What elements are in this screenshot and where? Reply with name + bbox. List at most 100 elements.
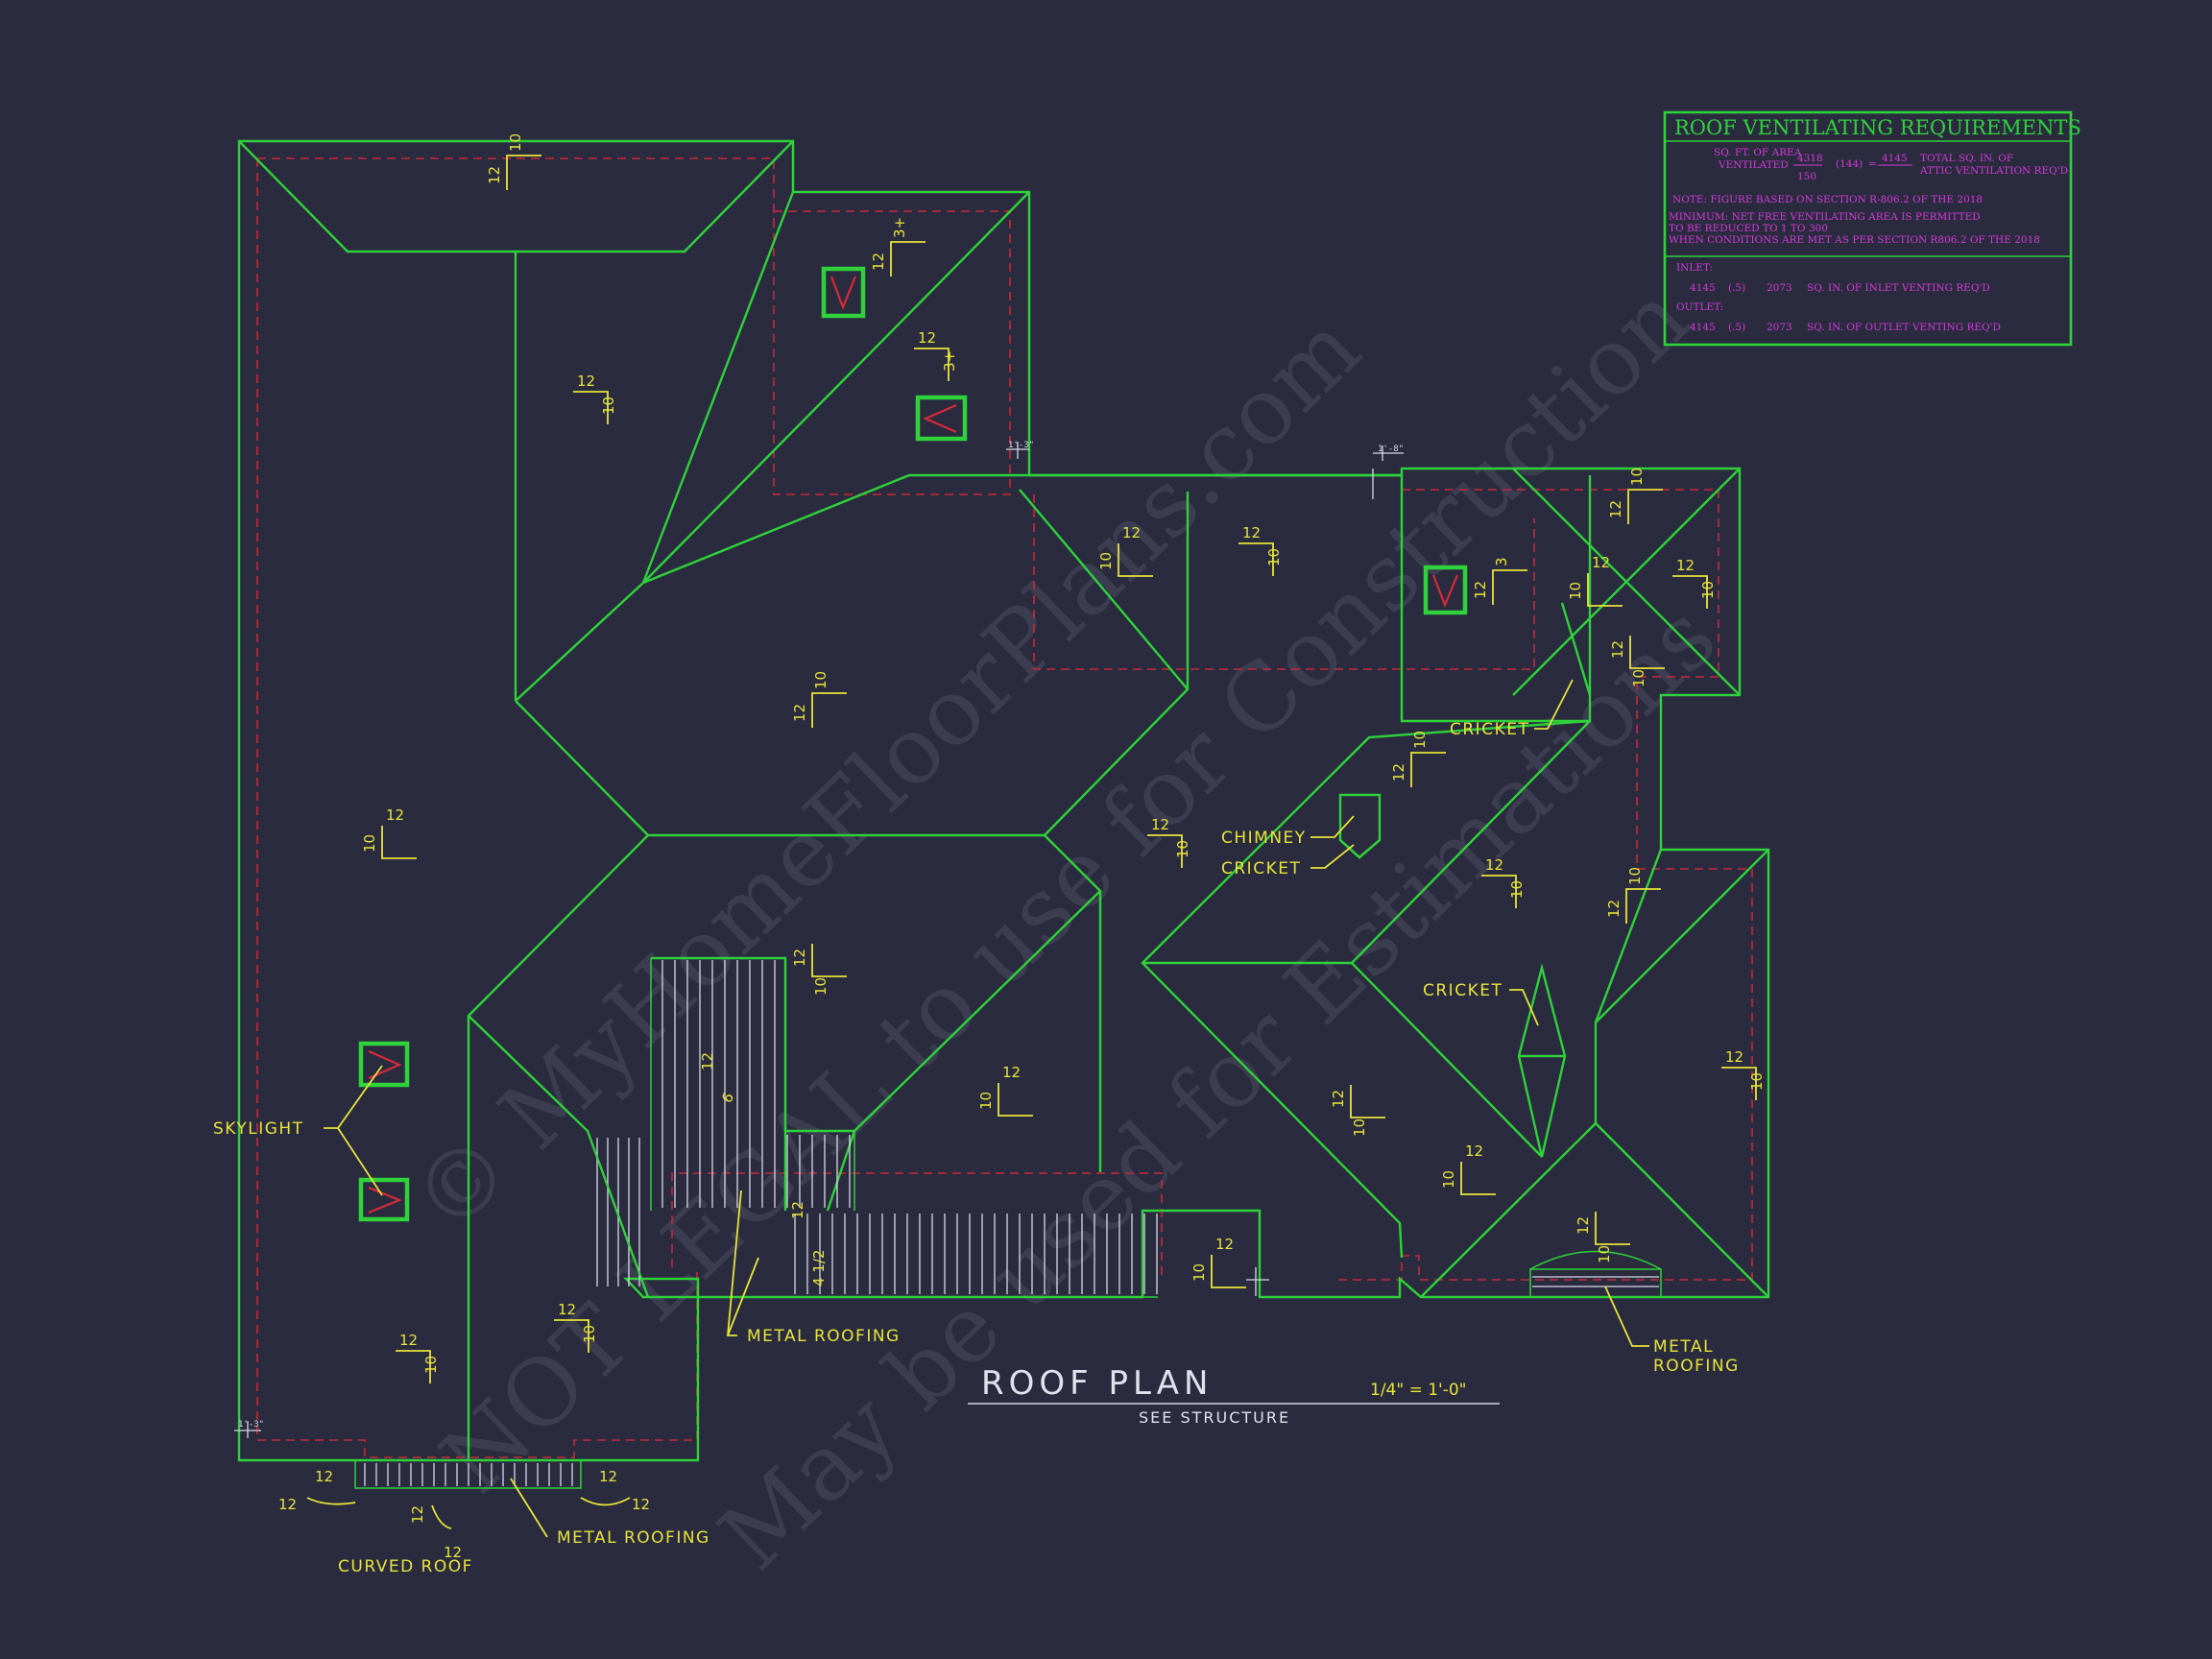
skylight-label: SKYLIGHT — [213, 1119, 304, 1139]
pitch-run: 12 — [1609, 640, 1626, 659]
vent-outlet-text: SQ. IN. OF OUTLET VENTING REQ'D — [1807, 322, 2001, 333]
pitch-run: 12 — [1605, 900, 1623, 918]
pitch-rise: 10 — [581, 1325, 598, 1343]
pitch-number: 12 — [699, 1052, 716, 1070]
drawing-title: ROOF PLAN — [981, 1364, 1213, 1403]
dimensions: 1'-3" 1'-8" 1'-3" — [234, 441, 1404, 1438]
pitch-number: 4 1/2 — [810, 1250, 828, 1286]
skylights — [358, 266, 1468, 1222]
pitch-rise: 10 — [507, 133, 524, 152]
pitch-number: 12 — [599, 1468, 617, 1485]
vent-outlet-label: OUTLET: — [1676, 301, 1723, 313]
pitch-run: 12 — [399, 1332, 418, 1349]
vent-equals: = — [1868, 158, 1877, 170]
pitch-run: 12 — [870, 252, 887, 271]
pitch-run: 12 — [1485, 856, 1503, 874]
vent-inlet-label: INLET: — [1676, 262, 1713, 274]
metal-roofing-hatch — [354, 957, 1662, 1489]
pitch-number: 6 — [718, 1090, 737, 1106]
cricket-label: CRICKET — [1423, 981, 1503, 1000]
pitch-rise: 10 — [1265, 548, 1283, 566]
pitch-rise: 10 — [1628, 468, 1646, 486]
dimension-text: 1'-3" — [238, 1420, 264, 1430]
roof-outline — [237, 139, 1770, 1462]
vent-inlet-result: 2073 — [1767, 282, 1792, 294]
pitch-rise: 10 — [1174, 840, 1191, 858]
pitch-rise: 12 — [1122, 524, 1141, 541]
pitch-run: 12 — [791, 704, 808, 722]
pitch-run: 12 — [1472, 581, 1489, 599]
pitch-number: 12 — [315, 1468, 333, 1485]
metal-label: METAL — [1653, 1337, 1714, 1357]
vent-inlet-factor: (.5) — [1728, 282, 1745, 294]
curved-roof-label: CURVED ROOF — [338, 1557, 473, 1576]
vent-inlet-text: SQ. IN. OF INLET VENTING REQ'D — [1807, 282, 1990, 294]
pitch-symbol: 12 10 — [1481, 856, 1526, 908]
pitch-rise: 12 — [1465, 1142, 1483, 1160]
pitch-rise: 3+ — [941, 350, 958, 372]
pitch-rise: 10 — [1411, 731, 1429, 749]
pitch-rise: 3+ — [891, 217, 908, 238]
pitch-run: 12 — [577, 373, 595, 390]
pitch-rise: 10 — [1508, 880, 1526, 899]
vent-outlet-factor: (.5) — [1728, 322, 1745, 333]
pitch-run: 10 — [1097, 552, 1115, 570]
pitch-rise: 3 — [1493, 557, 1510, 566]
pitch-rise: 10 — [1748, 1072, 1766, 1091]
pitch-run: 12 — [1607, 500, 1624, 518]
pitch-rise: 12 — [1215, 1236, 1234, 1253]
pitch-run: 12 — [1575, 1216, 1592, 1235]
vent-table-title: ROOF VENTILATING REQUIREMENTS — [1674, 116, 2081, 139]
pitch-run: 12 — [1725, 1048, 1743, 1066]
pitch-rise: 10 — [1630, 669, 1647, 687]
cricket-label: CRICKET — [1221, 859, 1301, 878]
metal-roofing-label: METAL ROOFING — [557, 1528, 710, 1548]
pitch-run: 12 — [1330, 1090, 1347, 1108]
pitch-rise: 10 — [1596, 1245, 1613, 1263]
pitch-symbol: 10 12 — [1097, 524, 1153, 577]
chimney-label: CHIMNEY — [1221, 829, 1307, 848]
pitch-rise: 10 — [1699, 581, 1717, 599]
pitch-run: 12 — [1390, 763, 1407, 781]
dimension-text: 1'-3" — [1008, 441, 1034, 450]
callouts: SKYLIGHT CHIMNEY CRICKET CRICKET CRICKET… — [213, 679, 1738, 1576]
vent-outlet-value: 4145 — [1690, 322, 1716, 333]
vent-outlet-result: 2073 — [1767, 322, 1792, 333]
skylight-icon — [821, 266, 866, 319]
skylight-icon — [1423, 565, 1468, 615]
vent-note-3: TO BE REDUCED TO 1 TO 300 — [1669, 223, 1828, 234]
pitch-rise: 10 — [1626, 867, 1644, 885]
vent-note-4: WHEN CONDITIONS ARE MET AS PER SECTION R… — [1669, 234, 2040, 246]
pitch-run: 12 — [486, 166, 503, 184]
vent-attic-label: ATTIC VENTILATION REQ'D — [1919, 165, 2068, 177]
pitch-run: 12 — [791, 949, 808, 967]
vent-ventilated-label: VENTILATED — [1718, 159, 1789, 171]
pitch-rise: 12 — [386, 806, 404, 824]
drawing-subtitle: SEE STRUCTURE — [1139, 1408, 1290, 1427]
pitch-run: 12 — [558, 1301, 576, 1318]
pitch-run: 12 — [1151, 816, 1169, 833]
cricket-label: CRICKET — [1450, 720, 1529, 739]
pitch-symbol: 123+ — [914, 329, 958, 381]
pitch-number: 12 — [444, 1544, 462, 1561]
ventilation-table: ROOF VENTILATING REQUIREMENTS SQ. FT. OF… — [1663, 110, 2081, 347]
pitch-rise: 12 — [1002, 1064, 1021, 1081]
vent-ratio: 150 — [1797, 171, 1816, 182]
pitch-rise: 12 — [1592, 554, 1610, 571]
pitch-symbol: 12 10 — [554, 1301, 598, 1353]
pitch-run: 12 — [1242, 524, 1261, 541]
